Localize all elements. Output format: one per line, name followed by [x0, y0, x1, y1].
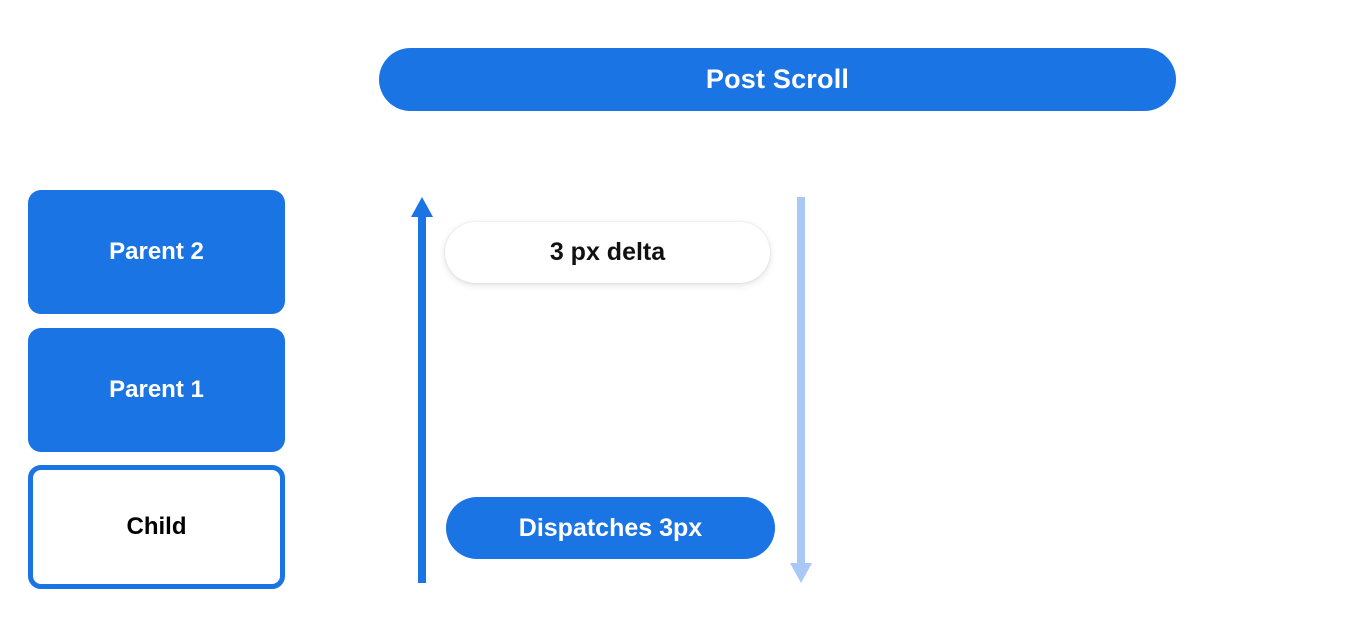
propagate-down-arrow-icon — [790, 197, 812, 583]
arrow-down-head — [790, 563, 812, 583]
header-title: Post Scroll — [705, 64, 850, 94]
delta-card: 3 px delta — [445, 222, 770, 283]
dispatch-pill-label: Dispatches 3px — [518, 513, 703, 542]
node-parent-2-label: Parent 2 — [109, 238, 204, 265]
node-child-label: Child — [126, 513, 187, 540]
node-child: Child — [28, 465, 285, 589]
node-parent-2: Parent 2 — [28, 190, 285, 314]
dispatch-pill: Dispatches 3px — [446, 497, 775, 559]
arrow-up-shaft — [418, 215, 426, 583]
arrow-up-head — [411, 197, 433, 217]
node-parent-1-label: Parent 1 — [109, 376, 204, 403]
arrow-down-shaft — [797, 197, 805, 565]
bubble-up-arrow-icon — [411, 197, 433, 583]
header-pill: Post Scroll — [379, 48, 1176, 111]
delta-card-label: 3 px delta — [549, 238, 666, 266]
node-parent-1: Parent 1 — [28, 328, 285, 452]
